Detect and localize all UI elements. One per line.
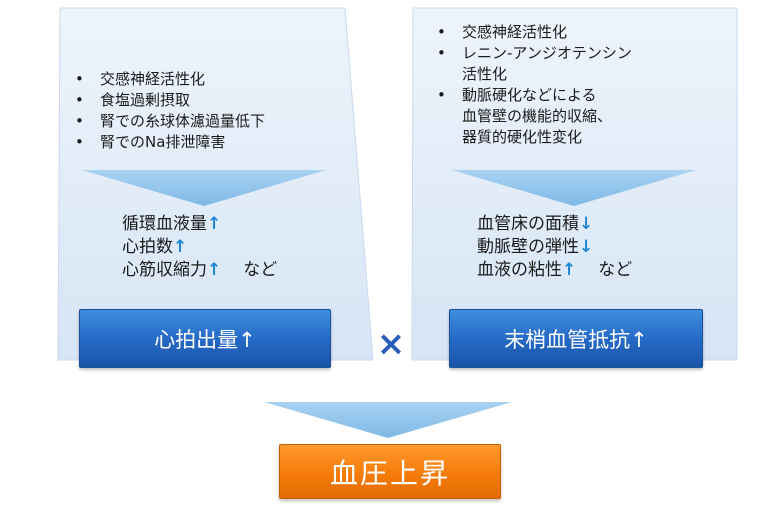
peripheral-resistance-box: 末梢血管抵抗↑ — [449, 309, 703, 368]
multiply-sign: × — [376, 324, 406, 364]
down-arrow-icon: ↓ — [579, 214, 594, 234]
peripheral-resistance-label: 末梢血管抵抗↑ — [504, 327, 648, 352]
bottom-down-arrow — [264, 402, 512, 438]
factor-item: 血管床の面積↓ — [477, 214, 594, 234]
etc-label: など — [598, 260, 633, 280]
list-item: 交感神経活性化 — [73, 69, 363, 90]
up-arrow-icon: ↑ — [207, 260, 222, 280]
list-item: 腎での糸球体濾過量低下 — [73, 111, 363, 132]
up-arrow-icon: ↑ — [173, 237, 188, 257]
factor-item: 循環血液量↑ — [122, 214, 222, 234]
factor-item: 動脈壁の弾性↓ — [477, 237, 594, 257]
list-item: レニン-アンジオテンシン 活性化 — [435, 43, 735, 85]
list-item: 交感神経活性化 — [435, 22, 735, 43]
right-cause-list: 交感神経活性化 レニン-アンジオテンシン 活性化 動脈硬化などによる 血管壁の機… — [435, 22, 735, 148]
factor-item: 心筋収縮力↑など — [122, 260, 278, 280]
list-item: 食塩過剰摂取 — [73, 90, 363, 111]
left-cause-list: 交感神経活性化 食塩過剰摂取 腎での糸球体濾過量低下 腎でのNa排泄障害 — [73, 69, 363, 153]
list-item: 動脈硬化などによる 血管壁の機能的収縮、 器質的硬化性変化 — [435, 85, 735, 148]
blood-pressure-rise-box: 血圧上昇 — [279, 444, 501, 499]
factor-item: 血液の粘性↑など — [477, 260, 633, 280]
cardiac-output-box: 心拍出量↑ — [79, 309, 331, 368]
up-arrow-icon: ↑ — [207, 214, 222, 234]
list-item: 腎でのNa排泄障害 — [73, 132, 363, 153]
factor-item: 心拍数↑ — [122, 237, 188, 257]
cardiac-output-label: 心拍出量↑ — [154, 327, 256, 352]
blood-pressure-rise-label: 血圧上昇 — [329, 456, 450, 490]
up-arrow-icon: ↑ — [562, 260, 577, 280]
left-down-arrow — [82, 170, 326, 206]
down-arrow-icon: ↓ — [579, 237, 594, 257]
etc-label: など — [243, 260, 278, 280]
right-factor-list: 血管床の面積↓ 動脈壁の弾性↓ 血液の粘性↑など — [477, 213, 632, 282]
right-down-arrow — [452, 170, 696, 206]
left-factor-list: 循環血液量↑ 心拍数↑ 心筋収縮力↑など — [122, 213, 277, 282]
